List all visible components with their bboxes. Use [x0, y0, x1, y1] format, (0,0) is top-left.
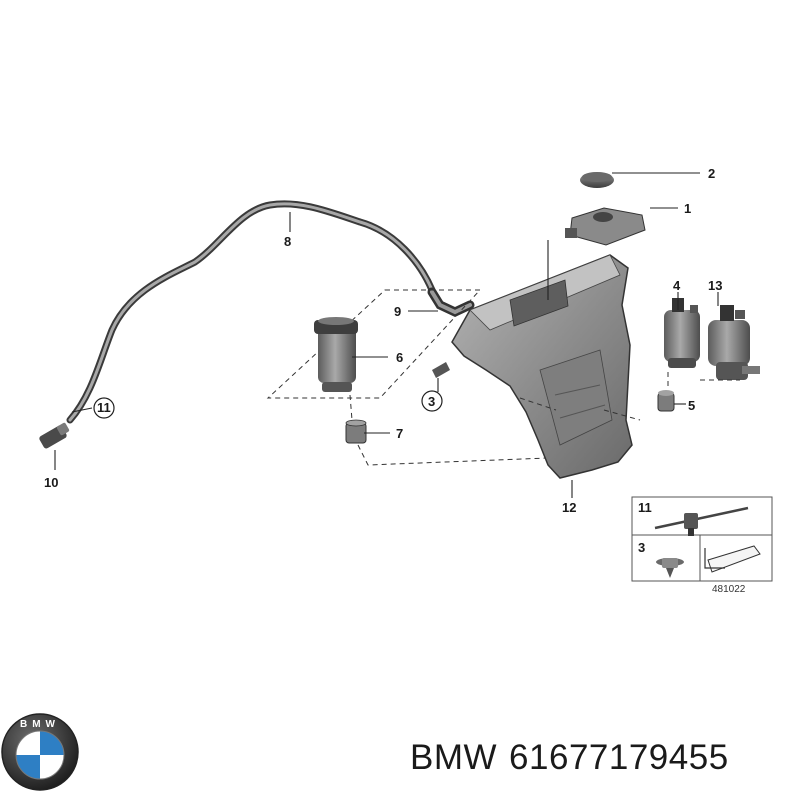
assembly-outline	[266, 289, 482, 399]
leader-lines	[54, 172, 719, 498]
pump-grommet-link	[349, 394, 353, 421]
washer-pump-13	[708, 305, 760, 380]
grommet-5	[657, 390, 675, 412]
grommet-7	[345, 419, 367, 444]
part-number: 61677179455	[509, 738, 729, 777]
bmw-logo: BMW	[1, 713, 79, 791]
filler-neck-1	[565, 207, 646, 246]
callout-4: 4	[673, 278, 681, 293]
cable-tie-icon	[654, 506, 749, 536]
washer-pump-6	[314, 317, 358, 392]
callout-2: 2	[708, 166, 715, 181]
bmw-logo-letters: BMW	[20, 719, 60, 730]
washer-hose	[66, 200, 436, 424]
callout-10: 10	[44, 475, 58, 490]
arrow-icon	[704, 545, 761, 573]
part-caption: BMW 61677179455	[410, 738, 729, 778]
callout-5: 5	[688, 398, 695, 413]
callout-11-circle	[93, 397, 115, 419]
angle-connector-9	[427, 287, 475, 317]
callout-3-circle	[421, 390, 443, 412]
callout-13: 13	[708, 278, 722, 293]
legend-item-11: 11	[638, 500, 652, 515]
pump-grommet-links	[667, 372, 740, 388]
callout-7: 7	[396, 426, 403, 441]
callout-12: 12	[562, 500, 576, 515]
callout-3: 3	[428, 394, 435, 409]
hose-connector-10	[39, 422, 70, 449]
grommet-tank-link	[357, 409, 553, 466]
callout-8: 8	[284, 234, 291, 249]
legend-box: 11 3 481022	[631, 496, 773, 595]
washer-reservoir-12	[451, 254, 633, 479]
brand-name: BMW	[410, 738, 498, 777]
washer-pump-4	[664, 298, 700, 368]
callout-11: 11	[97, 400, 111, 415]
diagram-code: 481022	[712, 584, 746, 595]
clip-3	[432, 362, 450, 378]
callout-6: 6	[396, 350, 403, 365]
legend-item-3: 3	[638, 540, 645, 555]
filler-cap-2	[580, 172, 614, 188]
callout-1: 1	[684, 201, 691, 216]
screw-clip-icon	[656, 558, 684, 578]
tank-links	[519, 397, 641, 421]
callout-9: 9	[394, 304, 401, 319]
